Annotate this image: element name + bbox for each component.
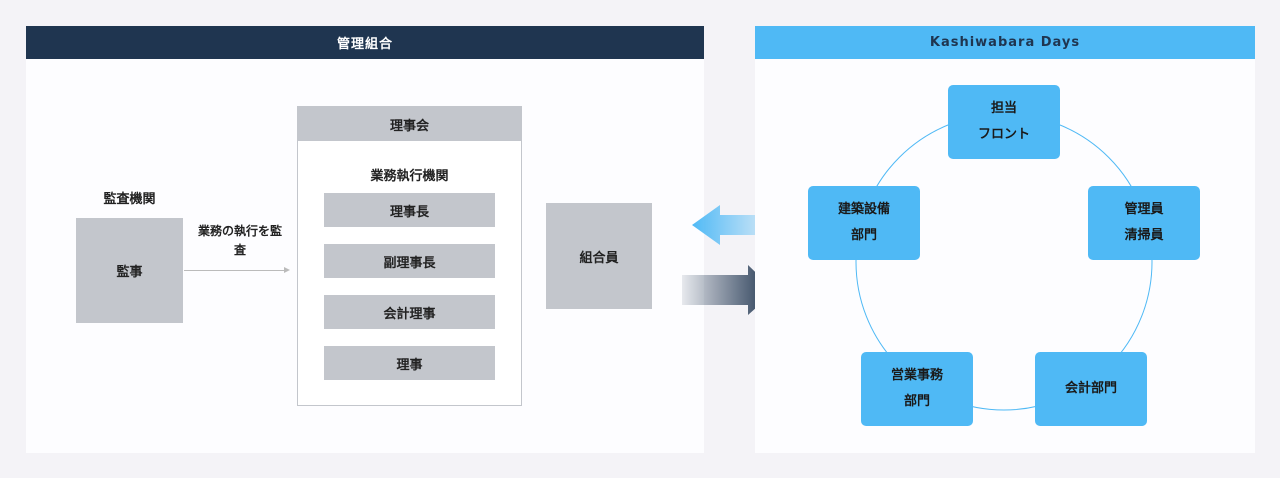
node-line: フロント xyxy=(977,127,1030,142)
union-member-box: 組合員 xyxy=(546,203,652,309)
node-construction: 建築設備部門 xyxy=(808,186,920,260)
node-line: 営業事務 xyxy=(890,368,943,383)
node-sales-admin: 営業事務部門 xyxy=(861,352,973,426)
board-subtitle: 業務執行機関 xyxy=(370,169,449,184)
board-container: 理事会 業務執行機関 理事長 副理事長 会計理事 理事 xyxy=(297,106,522,406)
audit-org-label: 監査機関 xyxy=(103,192,156,207)
arrow-right-icon xyxy=(682,265,775,315)
node-line: 部門 xyxy=(850,228,877,243)
arrow-left-icon xyxy=(692,205,775,245)
node-line: 建築設備 xyxy=(837,202,890,217)
panel-header: 管理組合 xyxy=(26,26,704,59)
node-line: 会計部門 xyxy=(1064,381,1117,396)
node-front: 担当フロント xyxy=(948,85,1060,159)
node-line: 担当 xyxy=(990,101,1017,116)
audit-arrow-label: 業務の執行を監査 xyxy=(197,224,282,257)
node-manager-cleaner: 管理員清掃員 xyxy=(1088,186,1200,260)
node-line: 清掃員 xyxy=(1124,228,1164,243)
panel-header: Kashiwabara Days xyxy=(755,26,1255,59)
board-title: 理事会 xyxy=(298,107,521,141)
audit-arrowhead-icon xyxy=(284,267,290,273)
exchange-arrows xyxy=(682,205,775,315)
board-member-vice-chairman: 副理事長 xyxy=(324,244,495,278)
node-line: 部門 xyxy=(903,394,930,409)
node-accounting: 会計部門 xyxy=(1035,352,1147,426)
node-line: 管理員 xyxy=(1124,202,1164,217)
audit-arrow xyxy=(184,270,286,271)
board-member-director: 理事 xyxy=(324,346,495,380)
board-member-chairman: 理事長 xyxy=(324,193,495,227)
board-member-treasurer: 会計理事 xyxy=(324,295,495,329)
auditor-box: 監事 xyxy=(76,218,183,323)
